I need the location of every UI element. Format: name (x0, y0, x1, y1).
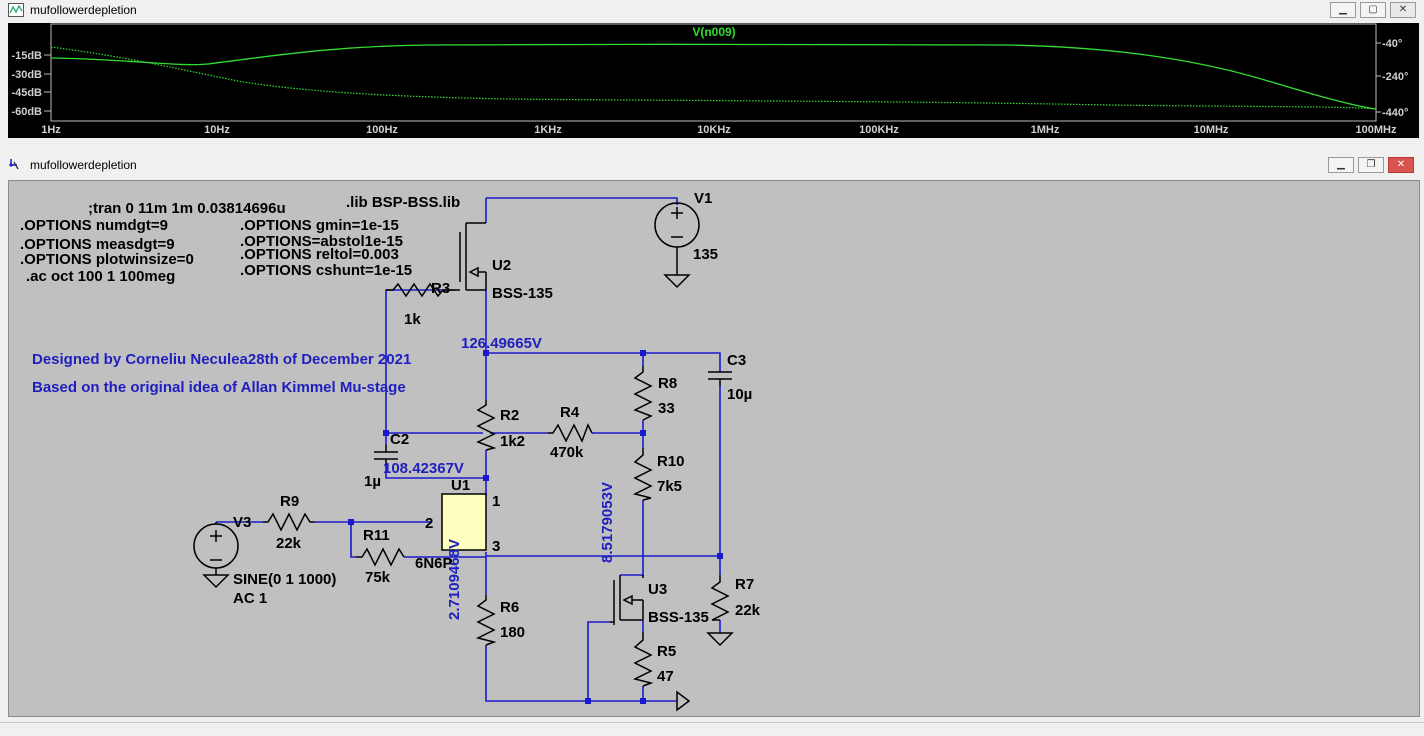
node-voltage-label[interactable]: 8.5179053V (598, 482, 616, 563)
schematic-window-title: mufollowerdepletion (30, 158, 137, 172)
u1-pin-label: 2 (425, 515, 434, 532)
directive-ac[interactable]: .ac oct 100 1 100meg (26, 268, 176, 285)
plot-window-title: mufollowerdepletion (30, 3, 137, 17)
y-left-tick: -15dB (11, 50, 42, 62)
component-value[interactable]: 470k (550, 444, 584, 461)
directive-plotwinsize[interactable]: .OPTIONS plotwinsize=0 (20, 251, 194, 268)
minimize-button[interactable]: ▁ (1330, 2, 1356, 18)
component-name[interactable]: R3 (431, 280, 451, 297)
plot-window-titlebar[interactable]: mufollowerdepletion ▁ ▢ ✕ (0, 0, 1424, 22)
x-tick-label: 100MHz (1356, 124, 1397, 136)
schematic-app-icon (9, 159, 19, 170)
component-value[interactable]: 135 (693, 246, 719, 263)
component-name[interactable]: V3 (233, 514, 252, 531)
component-value[interactable]: 75k (365, 569, 391, 586)
component-name[interactable]: V1 (694, 190, 713, 207)
close-button[interactable]: ✕ (1388, 157, 1414, 173)
schematic-canvas[interactable] (8, 180, 1420, 717)
waveform-app-icon (8, 3, 24, 17)
close-button[interactable]: ✕ (1390, 2, 1416, 18)
x-tick-label: 100Hz (366, 124, 398, 136)
comment-based[interactable]: Based on the original idea of Allan Kimm… (32, 379, 406, 396)
directive-cshunt[interactable]: .OPTIONS cshunt=1e-15 (240, 262, 413, 279)
component-value[interactable]: 10µ (727, 386, 753, 403)
directive-lib[interactable]: .lib BSP-BSS.lib (346, 194, 461, 211)
component-value[interactable]: AC 1 (233, 590, 268, 607)
component-name[interactable]: R4 (560, 404, 580, 421)
component-name[interactable]: R11 (363, 527, 390, 544)
component-value[interactable]: 33 (658, 400, 675, 417)
plot-canvas[interactable]: V(n009) -15dB -30dB -45dB -60dB -40° -24… (8, 23, 1419, 138)
bode-plot[interactable]: V(n009) -15dB -30dB -45dB -60dB -40° -24… (8, 23, 1419, 138)
component-value[interactable]: 1µ (364, 473, 381, 490)
component-value[interactable]: BSS-135 (648, 609, 709, 626)
component-value[interactable]: 1k (404, 311, 421, 328)
component-name[interactable]: R2 (500, 407, 520, 424)
component-name[interactable]: C2 (390, 431, 410, 448)
y-right-tick: -240° (1382, 71, 1408, 83)
u1-pin-label: 3 (492, 538, 501, 555)
component-name[interactable]: R7 (735, 576, 755, 593)
directive-reltol[interactable]: .OPTIONS reltol=0.003 (240, 246, 399, 263)
comment-designed[interactable]: Designed by Corneliu Neculea28th of Dece… (32, 351, 412, 368)
component-name[interactable]: R8 (658, 375, 678, 392)
y-left-tick: -30dB (11, 69, 42, 81)
component-name[interactable]: C3 (727, 352, 747, 369)
component-name[interactable]: R6 (500, 599, 520, 616)
x-tick-label: 1MHz (1031, 124, 1060, 136)
u1-pin-label: 1 (492, 493, 501, 510)
component-value[interactable]: BSS-135 (492, 285, 553, 302)
trace-label: V(n009) (692, 25, 735, 39)
directive-numdgt[interactable]: .OPTIONS numdgt=9 (20, 217, 168, 234)
component-name[interactable]: R10 (657, 453, 685, 470)
component-name[interactable]: U3 (648, 581, 668, 598)
x-tick-label: 1Hz (41, 124, 61, 136)
minimize-button[interactable]: ▁ (1328, 157, 1354, 173)
y-left-tick: -45dB (11, 87, 42, 99)
component-value[interactable]: 7k5 (657, 478, 683, 495)
node-voltage-label[interactable]: 108.42367V (383, 460, 464, 477)
phase-trace (50, 46, 1377, 110)
x-axis-ticks: 1Hz 10Hz 100Hz 1KHz 10KHz 100KHz 1MHz 10… (41, 124, 1397, 136)
component-value[interactable]: SINE(0 1 1000) (233, 571, 337, 588)
component-name[interactable]: U2 (492, 257, 512, 274)
magnitude-trace (50, 43, 1377, 110)
y-right-tick: -40° (1382, 38, 1402, 50)
restore-button[interactable]: ❐ (1358, 157, 1384, 173)
status-strip (0, 722, 1424, 736)
component-value[interactable]: 22k (735, 602, 761, 619)
component-name[interactable]: R5 (657, 643, 677, 660)
maximize-button[interactable]: ▢ (1360, 2, 1386, 18)
component-value[interactable]: 47 (657, 668, 674, 685)
x-tick-label: 10KHz (697, 124, 731, 136)
component-value[interactable]: 180 (500, 624, 526, 641)
x-tick-label: 100KHz (859, 124, 899, 136)
component-name[interactable]: U1 (451, 477, 471, 494)
component-value[interactable]: 6N6P (415, 555, 453, 572)
directive-measdgt[interactable]: .OPTIONS measdgt=9 (20, 236, 175, 253)
x-tick-label: 10Hz (204, 124, 230, 136)
component-value[interactable]: 1k2 (500, 433, 526, 450)
component-name[interactable]: R9 (280, 493, 300, 510)
component-value[interactable]: 22k (276, 535, 302, 552)
schematic-window-titlebar[interactable]: mufollowerdepletion ▁ ❐ ✕ (0, 155, 1424, 177)
node-voltage-label[interactable]: 2.7109468V (445, 539, 463, 620)
plot-frame (50, 23, 1377, 122)
plot-window: mufollowerdepletion ▁ ▢ ✕ V(n009) -15dB … (0, 0, 1424, 145)
directive-tran[interactable]: ;tran 0 11m 1m 0.03814696u (88, 200, 286, 217)
x-tick-label: 10MHz (1194, 124, 1229, 136)
x-tick-label: 1KHz (534, 124, 562, 136)
directive-abstol[interactable]: .OPTIONS=abstol1e-15 (240, 233, 403, 250)
directive-gmin[interactable]: .OPTIONS gmin=1e-15 (240, 217, 399, 234)
y-left-tick: -60dB (11, 106, 42, 118)
node-voltage-label[interactable]: 126.49665V (461, 335, 542, 352)
y-right-tick: -440° (1382, 107, 1408, 119)
